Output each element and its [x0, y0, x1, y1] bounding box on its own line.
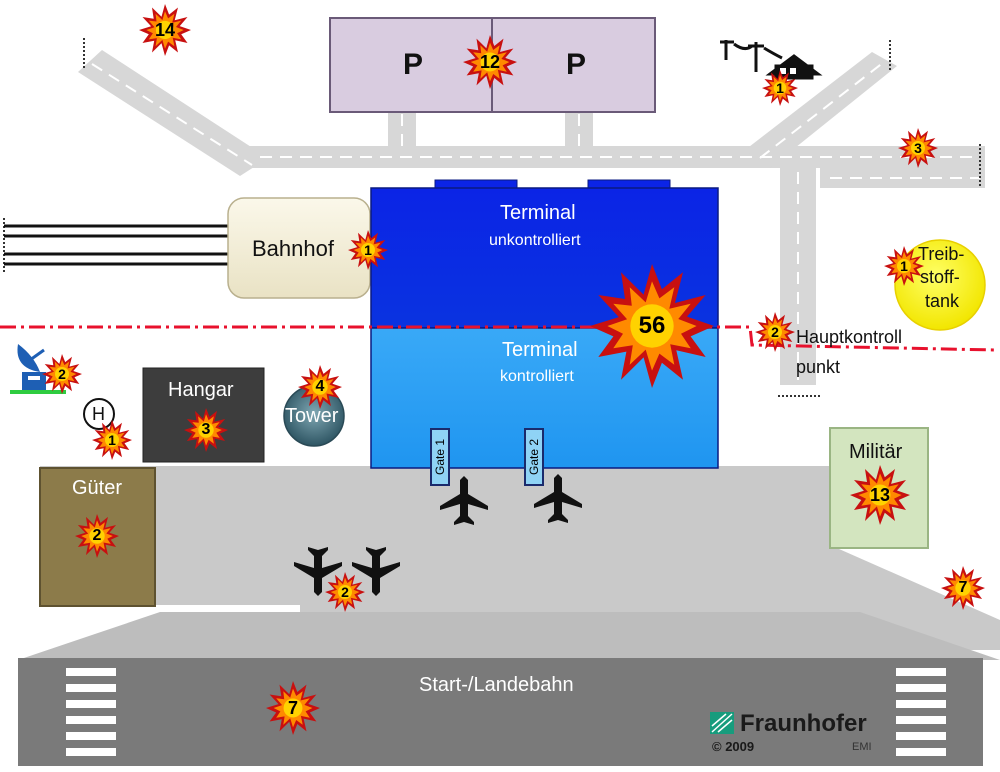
incident-count-fuel_tank: 1: [900, 258, 908, 274]
gate-1: Gate 1: [430, 428, 450, 486]
incident-count-road_right: 3: [914, 140, 922, 156]
incident-star-center-power_house: [773, 81, 787, 95]
power-house-icon: [720, 40, 823, 80]
incident-star-center-right_field: [955, 580, 971, 596]
incident-star-center-checkpoint: [768, 325, 782, 339]
security-boundary-line: [0, 325, 996, 352]
rail-tracks: [4, 224, 232, 266]
incident-count-tower: 4: [315, 378, 325, 395]
incident-star-center-radar: [55, 367, 69, 381]
gueter-label: Güter: [72, 477, 123, 499]
fuel-tank-label-1: Treib-: [918, 244, 965, 264]
hangar-building: [142, 367, 265, 463]
incident-count-checkpoint: 2: [771, 324, 779, 340]
logo-copyright: © 2009: [712, 739, 755, 754]
heliport-icon: [83, 398, 115, 430]
incident-star-center-top_left: [155, 20, 175, 40]
fraunhofer-logo-icon: [710, 712, 734, 734]
tower-label: Tower: [285, 405, 339, 427]
fuel-tank-label-2: stoff-: [920, 267, 960, 287]
incident-count-parking: 12: [479, 52, 501, 72]
road-left-diagonal: [78, 50, 268, 176]
incident-count-heliport: 1: [108, 432, 116, 448]
logo-sub: EMI: [852, 741, 872, 753]
airplane-icon: [534, 474, 582, 523]
incident-count-radar: 2: [58, 366, 66, 382]
road-lane-markings: [91, 61, 980, 380]
hangar-label: Hangar: [168, 379, 234, 401]
checkpoint-label-1: Hauptkontroll: [796, 327, 903, 347]
incident-count-right_field: 7: [958, 579, 968, 596]
incident-star-center-runway: [283, 698, 303, 718]
terminal-controlled-title: Terminal: [502, 339, 578, 361]
militaer-label: Militär: [849, 441, 903, 463]
incident-count-runway: 7: [287, 698, 298, 718]
airplane-icon: [294, 547, 342, 596]
incident-count-gueter: 2: [92, 527, 102, 544]
parking-label-right: P: [566, 48, 587, 81]
incident-star-center-militaer: [869, 484, 891, 506]
incident-star-center-tower: [312, 379, 328, 395]
incident-count-bahnhof: 1: [364, 242, 372, 258]
parking-label-left: P: [403, 48, 424, 81]
gate-2: Gate 2: [524, 428, 544, 486]
incident-star-center-parking: [480, 52, 500, 72]
runway: [18, 612, 1000, 766]
incident-star-center-hangar: [198, 422, 214, 438]
gueter-building: [39, 467, 156, 607]
airplane-icon: [352, 547, 400, 596]
incident-star-center-bahnhof: [361, 243, 375, 257]
gate-2-label: Gate 2: [527, 438, 541, 476]
incident-count-hangar: 3: [201, 421, 211, 438]
runway-label: Start-/Landebahn: [419, 674, 574, 696]
incident-count-terminal: 56: [638, 312, 666, 339]
bahnhof-label: Bahnhof: [252, 236, 334, 261]
radar-dish-icon: [10, 344, 66, 394]
fuel-tank-label-3: tank: [925, 291, 960, 311]
incident-star-center-terminal: [630, 304, 674, 348]
terminal-uncontrolled-title: Terminal: [500, 202, 576, 224]
road-right-spur: [820, 168, 985, 188]
incident-star-center-gueter: [89, 528, 105, 544]
incident-star-center-road_right: [911, 141, 925, 155]
incident-star-center-heliport: [105, 433, 119, 447]
incident-markers: [42, 4, 985, 735]
incident-count-militaer: 13: [869, 485, 891, 505]
gate-1-label: Gate 1: [433, 438, 447, 476]
terminal-controlled-subtitle: kontrolliert: [500, 368, 574, 385]
incident-count-apron_planes: 2: [341, 584, 349, 600]
incident-star-center-apron_planes: [338, 585, 352, 599]
checkpoint-label-2: punkt: [796, 357, 841, 377]
incident-count-top_left: 14: [154, 20, 176, 40]
terminal-uncontrolled-subtitle: unkontrolliert: [489, 232, 581, 249]
incident-count-power_house: 1: [776, 80, 784, 96]
airplane-icons: [294, 474, 582, 596]
apron: [40, 466, 1000, 650]
incident-star-center-fuel_tank: [897, 259, 911, 273]
fraunhofer-logo-name: Fraunhofer: [740, 710, 867, 737]
fuel-tank: [894, 239, 986, 331]
heliport-label: H: [92, 404, 105, 424]
airplane-icon: [440, 476, 488, 525]
